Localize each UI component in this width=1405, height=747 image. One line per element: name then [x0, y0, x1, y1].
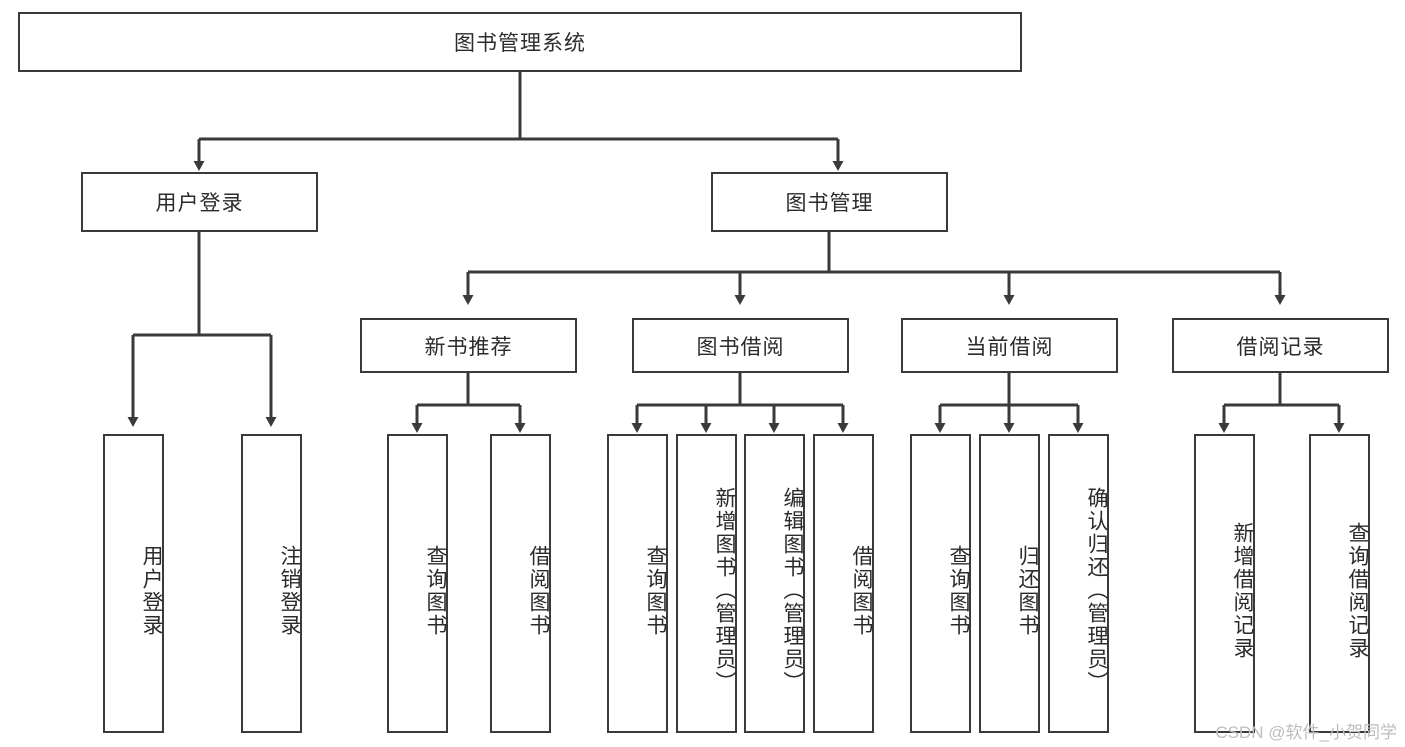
node-book-borrow[interactable]: 图书借阅: [632, 318, 849, 373]
leaf-return-book-label: 归还图书: [1016, 544, 1039, 637]
leaf-query-book-1-label: 查询图书: [424, 544, 447, 637]
leaf-query-record[interactable]: 查询借阅记录: [1309, 434, 1370, 733]
leaf-borrow-book-1-label: 借阅图书: [527, 544, 550, 637]
leaf-borrow-book-1[interactable]: 借阅图书: [490, 434, 551, 733]
node-user-login[interactable]: 用户登录: [81, 172, 318, 232]
node-book-manage[interactable]: 图书管理: [711, 172, 948, 232]
node-book-manage-label: 图书管理: [785, 192, 874, 215]
leaf-user-login-label: 用户登录: [140, 544, 163, 637]
leaf-borrow-book-2-label: 借阅图书: [850, 544, 873, 637]
leaf-return-book[interactable]: 归还图书: [979, 434, 1040, 733]
watermark: CSDN @软件_小贺同学: [1215, 723, 1397, 742]
leaf-query-book-1[interactable]: 查询图书: [387, 434, 448, 733]
node-borrow-record[interactable]: 借阅记录: [1172, 318, 1389, 373]
leaf-confirm-return-label: 确认归还（管理员）: [1085, 487, 1108, 694]
leaf-query-book-3-label: 查询图书: [947, 544, 970, 637]
leaf-logout-label: 注销登录: [278, 544, 301, 637]
leaf-add-record[interactable]: 新增借阅记录: [1194, 434, 1255, 733]
leaf-confirm-return[interactable]: 确认归还（管理员）: [1048, 434, 1109, 733]
leaf-user-login[interactable]: 用户登录: [103, 434, 164, 733]
node-new-book-rec-label: 新书推荐: [424, 335, 513, 359]
leaf-logout[interactable]: 注销登录: [241, 434, 302, 733]
leaf-query-record-label: 查询借阅记录: [1346, 521, 1369, 660]
leaf-add-book[interactable]: 新增图书（管理员）: [676, 434, 737, 733]
node-new-book-rec[interactable]: 新书推荐: [360, 318, 577, 373]
leaf-borrow-book-2[interactable]: 借阅图书: [813, 434, 874, 733]
node-current-borrow[interactable]: 当前借阅: [901, 318, 1118, 373]
leaf-edit-book[interactable]: 编辑图书（管理员）: [744, 434, 805, 733]
leaf-edit-book-label: 编辑图书（管理员）: [781, 487, 804, 694]
leaf-query-book-2[interactable]: 查询图书: [607, 434, 668, 733]
leaf-add-record-label: 新增借阅记录: [1231, 521, 1254, 660]
node-root[interactable]: 图书管理系统: [18, 12, 1022, 72]
leaf-add-book-label: 新增图书（管理员）: [713, 487, 736, 694]
node-current-borrow-label: 当前借阅: [965, 335, 1054, 359]
node-user-login-label: 用户登录: [155, 192, 244, 215]
node-root-label: 图书管理系统: [454, 32, 586, 55]
leaf-query-book-2-label: 查询图书: [644, 544, 667, 637]
leaf-query-book-3[interactable]: 查询图书: [910, 434, 971, 733]
node-book-borrow-label: 图书借阅: [696, 335, 785, 359]
node-borrow-record-label: 借阅记录: [1236, 335, 1325, 359]
